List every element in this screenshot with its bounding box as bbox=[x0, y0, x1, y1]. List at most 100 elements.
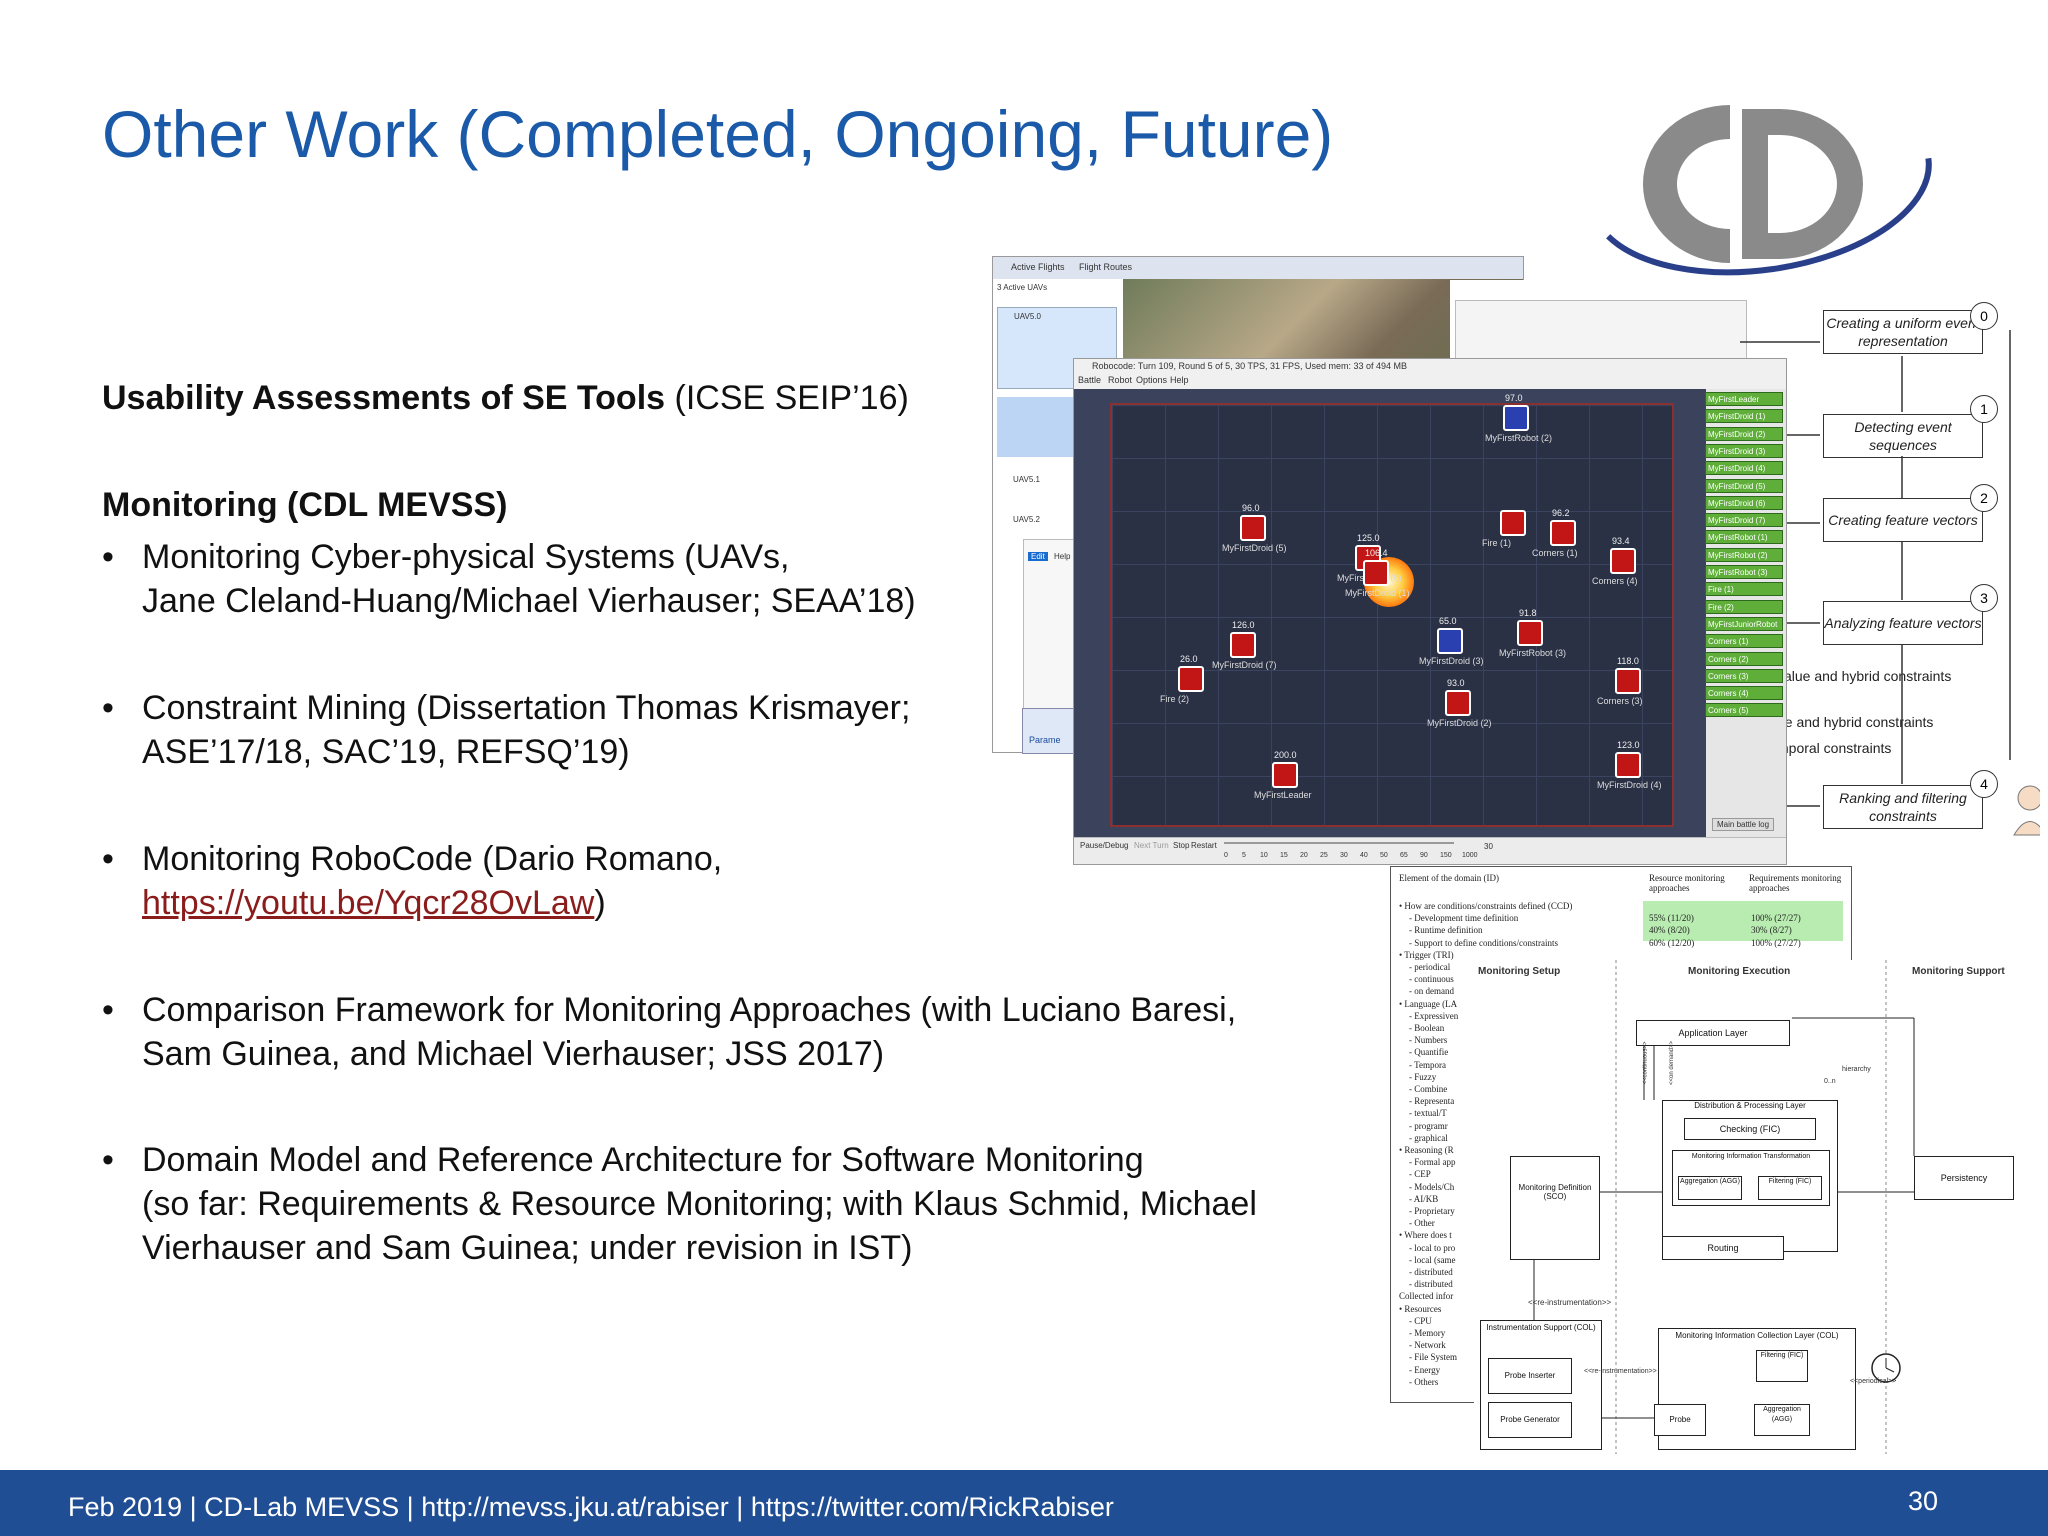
main-battle-log-button[interactable]: Main battle log bbox=[1712, 818, 1775, 831]
aggregation2-box: Aggregation (AGG) bbox=[1754, 1404, 1810, 1436]
stop-button[interactable]: Stop bbox=[1173, 841, 1190, 850]
robot-list-item[interactable]: Corners (2) bbox=[1705, 651, 1783, 666]
table-row-label: - Tempora bbox=[1409, 1059, 1446, 1070]
speed-tick: 50 bbox=[1380, 852, 1388, 859]
robot-score: 96.0 bbox=[1242, 503, 1260, 513]
robot-sprite[interactable] bbox=[1615, 752, 1641, 778]
bullet-text: Monitoring Cyber-physical Systems (UAVs, bbox=[142, 538, 790, 576]
instrumentation-support-label: Instrumentation Support (COL) bbox=[1486, 1323, 1596, 1332]
bullet-text: Constraint Mining (Dissertation Thomas K… bbox=[142, 689, 911, 727]
menu-help[interactable]: Help bbox=[1170, 375, 1189, 385]
robot-list-item[interactable]: Fire (1) bbox=[1705, 582, 1783, 597]
multiplicity-label: 0..n bbox=[1824, 1078, 1836, 1085]
reference-architecture: Monitoring Setup Monitoring Execution Mo… bbox=[1474, 960, 2016, 1454]
robot-list-item[interactable]: Fire (2) bbox=[1705, 599, 1783, 614]
robot-list-item[interactable]: MyFirstDroid (7) bbox=[1705, 513, 1783, 528]
robot-list-item[interactable]: MyFirstRobot (2) bbox=[1705, 547, 1783, 562]
table-row-label: - Development time definition bbox=[1409, 913, 1519, 924]
robocode-controls: Pause/Debug Next Turn Stop Restart 30 0 … bbox=[1074, 837, 1786, 864]
robot-list-item[interactable]: Corners (4) bbox=[1705, 686, 1783, 701]
robot-sprite[interactable] bbox=[1240, 515, 1266, 541]
robot-score: 200.0 bbox=[1274, 750, 1297, 760]
robot-list-item[interactable]: MyFirstDroid (2) bbox=[1705, 426, 1783, 441]
table-row-label: - File System bbox=[1409, 1352, 1458, 1363]
menu-robot[interactable]: Robot bbox=[1108, 375, 1133, 385]
flow-side-label: mporal constraints bbox=[1777, 740, 1892, 756]
robot-list-item[interactable]: MyFirstDroid (4) bbox=[1705, 461, 1783, 476]
tab-active-flights[interactable]: Active Flights bbox=[1011, 262, 1065, 272]
robot-list-item[interactable]: Corners (5) bbox=[1705, 703, 1783, 718]
bullet-text: Monitoring RoboCode (Dario Romano, bbox=[142, 840, 723, 878]
table-row-label: - distributed bbox=[1409, 1267, 1453, 1277]
monitoring-heading: Monitoring (CDL MEVSS) bbox=[102, 486, 508, 524]
robot-list-item[interactable]: MyFirstLeader bbox=[1705, 392, 1783, 406]
pause-debug-button[interactable]: Pause/Debug bbox=[1080, 841, 1129, 850]
table-row-label: - Expressiven bbox=[1409, 1010, 1459, 1021]
probe-inserter-box: Probe Inserter bbox=[1488, 1358, 1572, 1394]
robot-score: 118.0 bbox=[1617, 656, 1639, 666]
uav-item-label[interactable]: UAV5.2 bbox=[1013, 515, 1040, 524]
bullet-text: Vierhauser and Sam Guinea; under revisio… bbox=[142, 1229, 913, 1267]
speed-slider[interactable] bbox=[1224, 842, 1454, 844]
menu-edit[interactable]: Edit bbox=[1028, 552, 1048, 561]
robot-score: 97.0 bbox=[1505, 393, 1523, 403]
bullet-marker: • bbox=[102, 991, 114, 1029]
tab-flight-routes[interactable]: Flight Routes bbox=[1079, 262, 1133, 272]
bullet-marker: • bbox=[102, 689, 114, 727]
robot-sprite[interactable] bbox=[1363, 560, 1389, 586]
persistency-box: Persistency bbox=[1914, 1156, 2014, 1200]
table-row-label: - Boolean bbox=[1409, 1023, 1445, 1033]
robot-name: MyFirstLeader bbox=[1254, 790, 1312, 800]
robot-score: 26.0 bbox=[1180, 654, 1198, 664]
table-cell: 40% (8/20) bbox=[1649, 925, 1690, 936]
flow-step-1: Detecting event sequences bbox=[1823, 414, 1983, 458]
robot-sprite[interactable] bbox=[1610, 548, 1636, 574]
menu-options[interactable]: Options bbox=[1136, 375, 1168, 385]
robot-name: MyFirstRobot (2) bbox=[1485, 433, 1553, 443]
robot-sprite[interactable] bbox=[1230, 632, 1256, 658]
robot-list-item[interactable]: MyFirstJuniorRobot bbox=[1705, 616, 1783, 631]
robot-list-item[interactable]: MyFirstDroid (1) bbox=[1705, 409, 1783, 424]
table-row-label: - continuous bbox=[1409, 974, 1454, 985]
robot-sprite[interactable] bbox=[1550, 520, 1576, 546]
table-row-label: • Resources bbox=[1399, 1303, 1442, 1314]
robot-list-item[interactable]: MyFirstRobot (1) bbox=[1705, 530, 1783, 545]
robot-name: MyFirstDroid (5) bbox=[1222, 543, 1287, 553]
restart-button[interactable]: Restart bbox=[1191, 841, 1217, 850]
robot-sprite[interactable] bbox=[1445, 690, 1471, 716]
robot-list-item[interactable]: MyFirstDroid (3) bbox=[1705, 443, 1783, 458]
menu-help[interactable]: Help bbox=[1054, 552, 1071, 561]
robot-list-item[interactable]: Corners (1) bbox=[1705, 634, 1783, 649]
robot-name: Corners (4) bbox=[1592, 576, 1638, 586]
table-row-label: - distributed bbox=[1409, 1279, 1453, 1290]
checking-box: Checking (FIC) bbox=[1684, 1118, 1816, 1140]
monitoring-definition-box: Monitoring Definition (SCO) bbox=[1510, 1156, 1600, 1260]
table-row-label: - Other bbox=[1409, 1218, 1435, 1229]
robot-score: 93.4 bbox=[1612, 536, 1630, 546]
robot-sprite[interactable] bbox=[1500, 510, 1526, 536]
table-header: Resource monitoring approaches bbox=[1649, 873, 1725, 893]
robot-score: 126.0 bbox=[1232, 620, 1255, 630]
table-row-label: - graphical bbox=[1409, 1132, 1448, 1143]
robot-sprite[interactable] bbox=[1437, 628, 1463, 654]
table-row-label: - Proprietary bbox=[1409, 1206, 1455, 1216]
menu-battle[interactable]: Battle bbox=[1078, 375, 1102, 385]
page-number: 30 bbox=[1908, 1486, 1939, 1516]
robot-list-item[interactable]: MyFirstRobot (3) bbox=[1705, 565, 1783, 579]
robot-list-item[interactable]: Corners (3) bbox=[1705, 668, 1783, 683]
robot-sprite[interactable] bbox=[1178, 666, 1204, 692]
battlefield[interactable] bbox=[1110, 403, 1674, 827]
robot-sprite[interactable] bbox=[1503, 405, 1529, 431]
speed-tick: 90 bbox=[1420, 852, 1428, 859]
probe-generator-box: Probe Generator bbox=[1488, 1402, 1572, 1438]
next-turn-button[interactable]: Next Turn bbox=[1134, 841, 1169, 850]
robot-sprite[interactable] bbox=[1615, 668, 1641, 694]
robot-name: MyFirstDroid (1) bbox=[1345, 588, 1410, 598]
robot-list-item[interactable]: MyFirstDroid (6) bbox=[1705, 495, 1783, 510]
speed-tick: 30 bbox=[1340, 852, 1348, 859]
robot-list-item[interactable]: MyFirstDroid (5) bbox=[1705, 478, 1783, 493]
robot-sprite[interactable] bbox=[1272, 762, 1298, 788]
youtube-link[interactable]: https://youtu.be/Yqcr28OvLaw bbox=[142, 884, 595, 922]
uav-item-label[interactable]: UAV5.1 bbox=[1013, 475, 1040, 484]
robot-sprite[interactable] bbox=[1517, 620, 1543, 646]
